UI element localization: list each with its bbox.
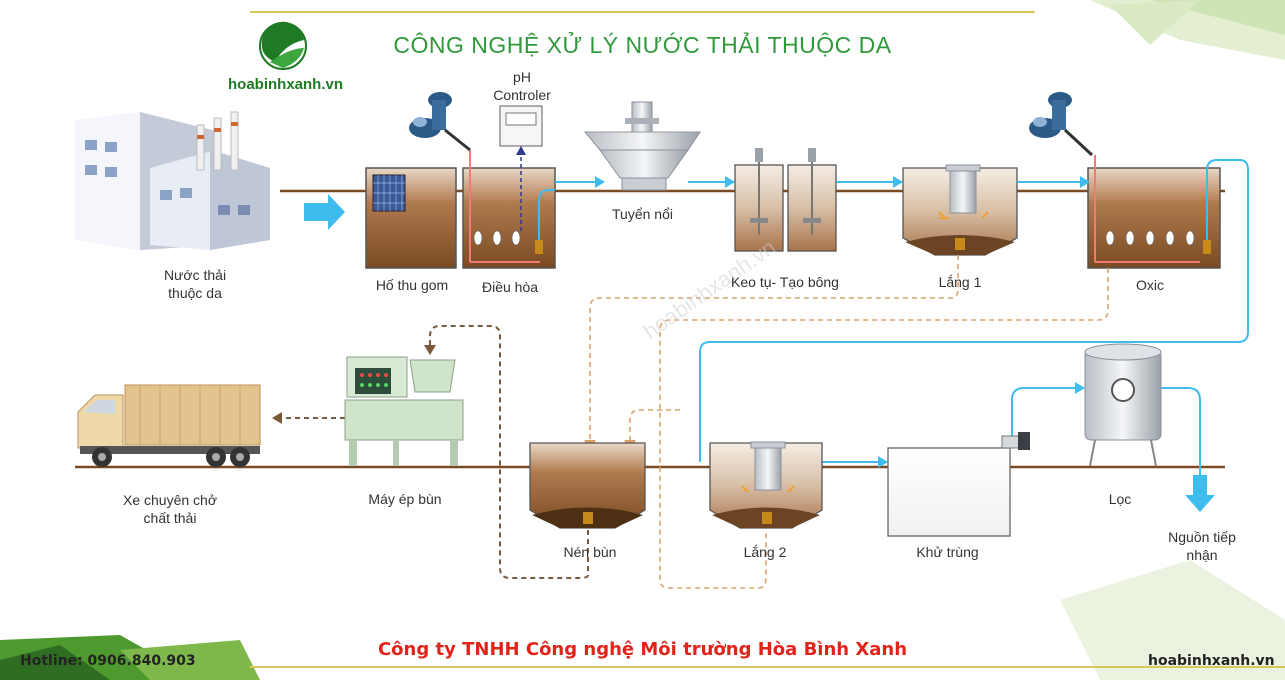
transfer-pump-icon [1001, 432, 1030, 450]
discharge-arrow-icon [1185, 475, 1215, 512]
equalization-tank [462, 150, 556, 269]
ph-controller-label: pH Controler [480, 68, 564, 104]
truck-label-line1: Xe chuyên chở [122, 492, 217, 508]
filter-label: Lọc [1108, 491, 1132, 507]
disinfection-tank [887, 447, 1011, 537]
discharge-label: Nguồn tiếp nhận [1152, 528, 1252, 564]
equalization-label: Điều hòa [481, 279, 539, 295]
waste-truck-icon [77, 384, 261, 467]
sludge-return-lines [589, 255, 1109, 589]
flotation-label: Tuyển nổi [612, 206, 673, 222]
flow-arrowheads [595, 176, 1090, 468]
settling2-label: Lắng 2 [743, 544, 787, 560]
sludge-filter-press-icon [344, 356, 464, 466]
hotline: Hotline: 0906.840.903 [20, 653, 196, 669]
oxic-label: Oxic [1136, 277, 1164, 293]
ph-label-line2: Controler [493, 87, 551, 103]
truck-label-line2: chất thải [143, 510, 197, 526]
brand-name: hoabinhxanh.vn [228, 76, 344, 93]
sludge-thickener-tank [529, 442, 646, 529]
settling1-label: Lắng 1 [938, 274, 982, 290]
page-title: CÔNG NGHỆ XỬ LÝ NƯỚC THẢI THUỘC DA [393, 32, 892, 58]
footer-website: hoabinhxanh.vn [1148, 653, 1275, 669]
discharge-label-line2: nhận [1186, 547, 1218, 563]
source-label-line2: thuộc da [168, 285, 222, 301]
ph-controller-icon [499, 105, 543, 232]
bottom-left-leaf-decoration [0, 635, 260, 680]
collection-pit-label: Hố thu gom [375, 277, 449, 293]
top-right-leaf-decoration [1090, 0, 1285, 60]
settling-tank-2 [709, 441, 823, 529]
company-logo [259, 21, 307, 70]
source-label: Nước thải thuộc da [150, 266, 240, 302]
air-blower-icon [1029, 92, 1094, 157]
press-label: Máy ép bùn [368, 491, 442, 507]
water-flow-lines [555, 159, 1249, 475]
ph-label-line1: pH [513, 69, 531, 85]
flotation-unit-icon [583, 101, 701, 191]
coagulation-flocculation-tanks [734, 148, 837, 252]
coagulation-label: Keo tụ- Tạo bông [731, 274, 839, 290]
pressure-filter-icon [1084, 343, 1162, 467]
thickener-label: Nén bùn [563, 544, 617, 560]
air-blower-icon [409, 92, 471, 152]
settling-tank-1 [902, 164, 1018, 256]
inflow-arrow-icon [304, 194, 345, 230]
sludge-cake-lines [280, 325, 589, 579]
discharge-label-line1: Nguồn tiếp [1168, 529, 1236, 545]
bottom-right-leaf-decoration [1060, 560, 1285, 680]
company-name: Công ty TNHH Công nghệ Môi trường Hòa Bì… [377, 639, 908, 660]
collection-pit-tank [365, 167, 457, 269]
disinfection-label: Khử trùng [916, 544, 979, 560]
factory-icon [75, 111, 270, 250]
source-label-line1: Nước thải [163, 267, 227, 283]
truck-label: Xe chuyên chở chất thải [100, 491, 240, 527]
oxic-tank [1087, 155, 1240, 269]
